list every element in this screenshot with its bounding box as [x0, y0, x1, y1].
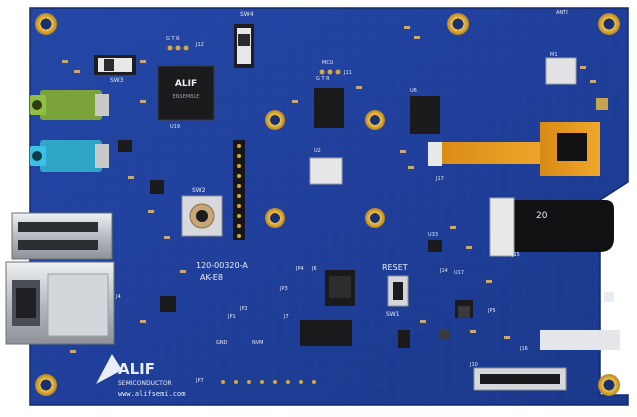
svg-text:G T R: G T R: [166, 36, 180, 42]
silkscreen-labels: 120-00320-A AK-E8 RESET SW1 SW2 SW3 SW4 …: [110, 10, 568, 384]
logo-subtitle: SEMICONDUCTOR: [118, 380, 172, 387]
svg-text:U19: U19: [170, 124, 180, 130]
header-j6[interactable]: [325, 270, 355, 306]
svg-text:SW3: SW3: [110, 77, 124, 84]
passive-components: [62, 26, 596, 353]
svg-text:U17: U17: [454, 270, 464, 276]
svg-text:JP2: JP2: [239, 306, 248, 312]
label-sticker: [540, 330, 620, 350]
svg-text:SW1: SW1: [386, 311, 400, 318]
joystick-sw2[interactable]: [181, 195, 223, 237]
svg-text:J17: J17: [435, 176, 444, 182]
svg-text:J7: J7: [283, 314, 289, 320]
reset-label: RESET: [382, 263, 408, 272]
svg-text:20: 20: [536, 211, 548, 221]
display-ribbon-cable: 20: [489, 197, 614, 257]
mcu-chip-u19: ALIF ENSEMBLE: [157, 65, 215, 121]
svg-text:J15: J15: [511, 252, 520, 258]
slide-switch-sw4[interactable]: [234, 24, 254, 68]
header-j8[interactable]: [300, 320, 352, 346]
pin-header-jp7[interactable]: [221, 380, 316, 384]
svg-text:NVM: NVM: [252, 340, 263, 346]
fpc-connector-j10[interactable]: [473, 367, 567, 391]
antenna-pad: [596, 98, 608, 110]
svg-text:GND: GND: [216, 340, 228, 346]
chip-u4: [410, 96, 440, 134]
svg-text:J11: J11: [343, 70, 352, 76]
svg-text:JP1: JP1: [227, 314, 236, 320]
svg-text:J14: J14: [439, 268, 448, 274]
svg-text:U2: U2: [314, 148, 321, 154]
sensor-module-m1: [545, 57, 577, 85]
board-name-label: AK-E8: [200, 273, 223, 282]
svg-text:JP4: JP4: [295, 266, 304, 272]
camera-flex-cable: [428, 122, 600, 176]
inductors: [440, 306, 470, 340]
svg-text:ENSEMBLE: ENSEMBLE: [173, 94, 200, 100]
svg-text:U33: U33: [428, 232, 438, 238]
ethernet-rj45-connector[interactable]: [5, 261, 115, 345]
reset-button-sw1[interactable]: [387, 275, 409, 307]
logo-text: ALIF: [118, 360, 155, 378]
svg-text:J6: J6: [311, 266, 317, 272]
svg-text:SW4: SW4: [240, 11, 254, 18]
slide-switch-sw3[interactable]: [94, 55, 136, 75]
chip-logo-text: ALIF: [175, 79, 197, 89]
alif-logo: ALIF SEMICONDUCTOR www.alifsemi.com: [96, 354, 185, 398]
chip-u6: [314, 88, 344, 128]
svg-text:U6: U6: [410, 88, 417, 94]
svg-text:MCU: MCU: [322, 60, 334, 66]
audio-jack-blue[interactable]: [30, 140, 109, 172]
svg-text:J4: J4: [115, 294, 121, 300]
svg-text:SW2: SW2: [192, 187, 206, 194]
svg-text:J10: J10: [469, 362, 478, 368]
audio-jack-green[interactable]: [30, 90, 109, 120]
svg-text:J16: J16: [519, 346, 528, 352]
svg-text:JP3: JP3: [279, 286, 288, 292]
usb-a-connector[interactable]: [11, 212, 113, 260]
svg-text:JP7: JP7: [195, 378, 204, 384]
svg-text:ANTI: ANTI: [556, 10, 568, 16]
header-j12[interactable]: [167, 45, 189, 51]
header-j11[interactable]: [319, 69, 341, 75]
website-label: www.alifsemi.com: [118, 390, 185, 398]
chip-u2-module: [309, 157, 343, 185]
svg-text:M1: M1: [550, 52, 558, 58]
pin-header-vertical[interactable]: [233, 140, 245, 240]
svg-text:G T R: G T R: [316, 76, 330, 82]
fiducial-marker: [604, 292, 614, 302]
svg-text:JP5: JP5: [487, 308, 496, 314]
part-number-label: 120-00320-A: [196, 261, 248, 270]
mounting-holes: [35, 13, 620, 396]
svg-text:J12: J12: [195, 42, 204, 48]
